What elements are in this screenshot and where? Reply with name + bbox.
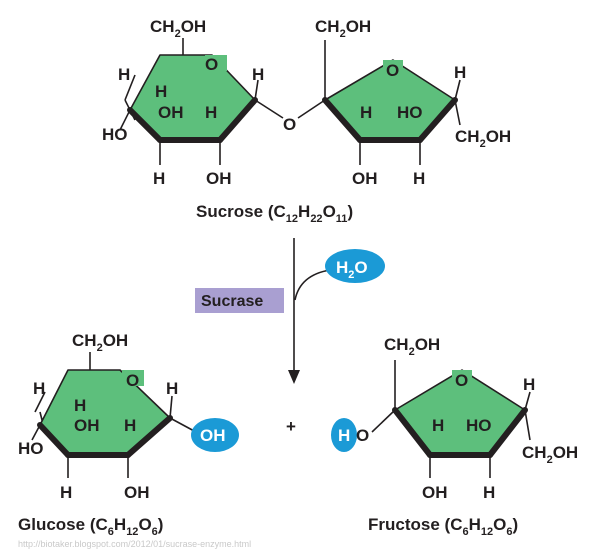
sucrose-glucose-inner-h: H <box>155 82 167 101</box>
glycosidic-oxygen: O <box>283 115 296 134</box>
reaction-arrow <box>288 238 331 384</box>
fructose-ring-oxygen: O <box>455 371 468 390</box>
fructose-ch2oh-right: CH2OH <box>522 443 578 466</box>
sucrose-fructose-ring: O <box>322 40 461 165</box>
sucrose-label: Sucrose (C12H22O11) <box>196 202 353 225</box>
sucrose-fructose-ring-oxygen: O <box>386 61 399 80</box>
glucose-right-h: H <box>166 379 178 398</box>
sucrose-glucose-left-h: H <box>118 65 130 84</box>
glucose-new-oh: OH <box>200 426 226 445</box>
fructose-molecule: O CH2OH H H HO CH2OH OH H H O Fructose (… <box>331 335 578 538</box>
water-molecule: H2O <box>325 249 385 283</box>
glucose-bottom-oh: OH <box>124 483 150 502</box>
glucose-h-mid: H <box>124 416 136 435</box>
fructose-bottom-h: H <box>483 483 495 502</box>
fructose-inner-h: H <box>432 416 444 435</box>
glucose-ho: HO <box>18 439 44 458</box>
sucrose-fructose-ch2oh-top: CH2OH <box>315 17 371 40</box>
water-label: H2O <box>336 258 368 281</box>
sucrose-fructose-right-h: H <box>454 63 466 82</box>
sucrose-glucose-right-h: H <box>252 65 264 84</box>
fructose-bottom-oh: OH <box>422 483 448 502</box>
plus-sign: + <box>286 417 296 436</box>
fructose-new-o: O <box>356 426 369 445</box>
sucrose-glucose-bottom-oh: OH <box>206 169 232 188</box>
fructose-right-h: H <box>523 375 535 394</box>
glucose-molecule: O CH2OH H H H OH H HO H OH OH Glucose (C… <box>18 331 239 538</box>
glucose-label: Glucose (C6H12O6) <box>18 515 163 538</box>
sucrose-glucose-h-mid: H <box>205 103 217 122</box>
sucrose-molecule: O CH2OH H H H OH H HO H OH O O <box>102 17 511 225</box>
sucrose-fructose-inner-h: H <box>360 103 372 122</box>
sucrose-glucose-ch2oh: CH2OH <box>150 17 206 40</box>
enzyme-label: Sucrase <box>201 293 263 310</box>
sucrose-glucose-ring: O <box>119 38 284 165</box>
fructose-inner-ho: HO <box>466 416 492 435</box>
sucrose-fructose-inner-ho: HO <box>397 103 423 122</box>
fructose-label: Fructose (C6H12O6) <box>368 515 518 538</box>
glucose-oh: OH <box>74 416 100 435</box>
glucose-bottom-h: H <box>60 483 72 502</box>
sucrose-glucose-bottom-h: H <box>153 169 165 188</box>
fructose-ch2oh-top: CH2OH <box>384 335 440 358</box>
glucose-ring-oxygen: O <box>126 371 139 390</box>
glucose-ch2oh: CH2OH <box>72 331 128 354</box>
sucrose-glucose-ho: HO <box>102 125 128 144</box>
sucrose-fructose-ch2oh-right: CH2OH <box>455 127 511 150</box>
sucrose-fructose-bottom-h: H <box>413 169 425 188</box>
glucose-inner-h: H <box>74 396 86 415</box>
glucose-left-h: H <box>33 379 45 398</box>
sucrose-glucose-oh: OH <box>158 103 184 122</box>
source-watermark: http://biotaker.blogspot.com/2012/01/suc… <box>18 539 251 549</box>
sucrose-fructose-bottom-oh: OH <box>352 169 378 188</box>
fructose-new-h: H <box>338 426 350 445</box>
sucrose-glucose-ring-oxygen: O <box>205 55 218 74</box>
enzyme-sucrase: Sucrase <box>195 288 284 313</box>
